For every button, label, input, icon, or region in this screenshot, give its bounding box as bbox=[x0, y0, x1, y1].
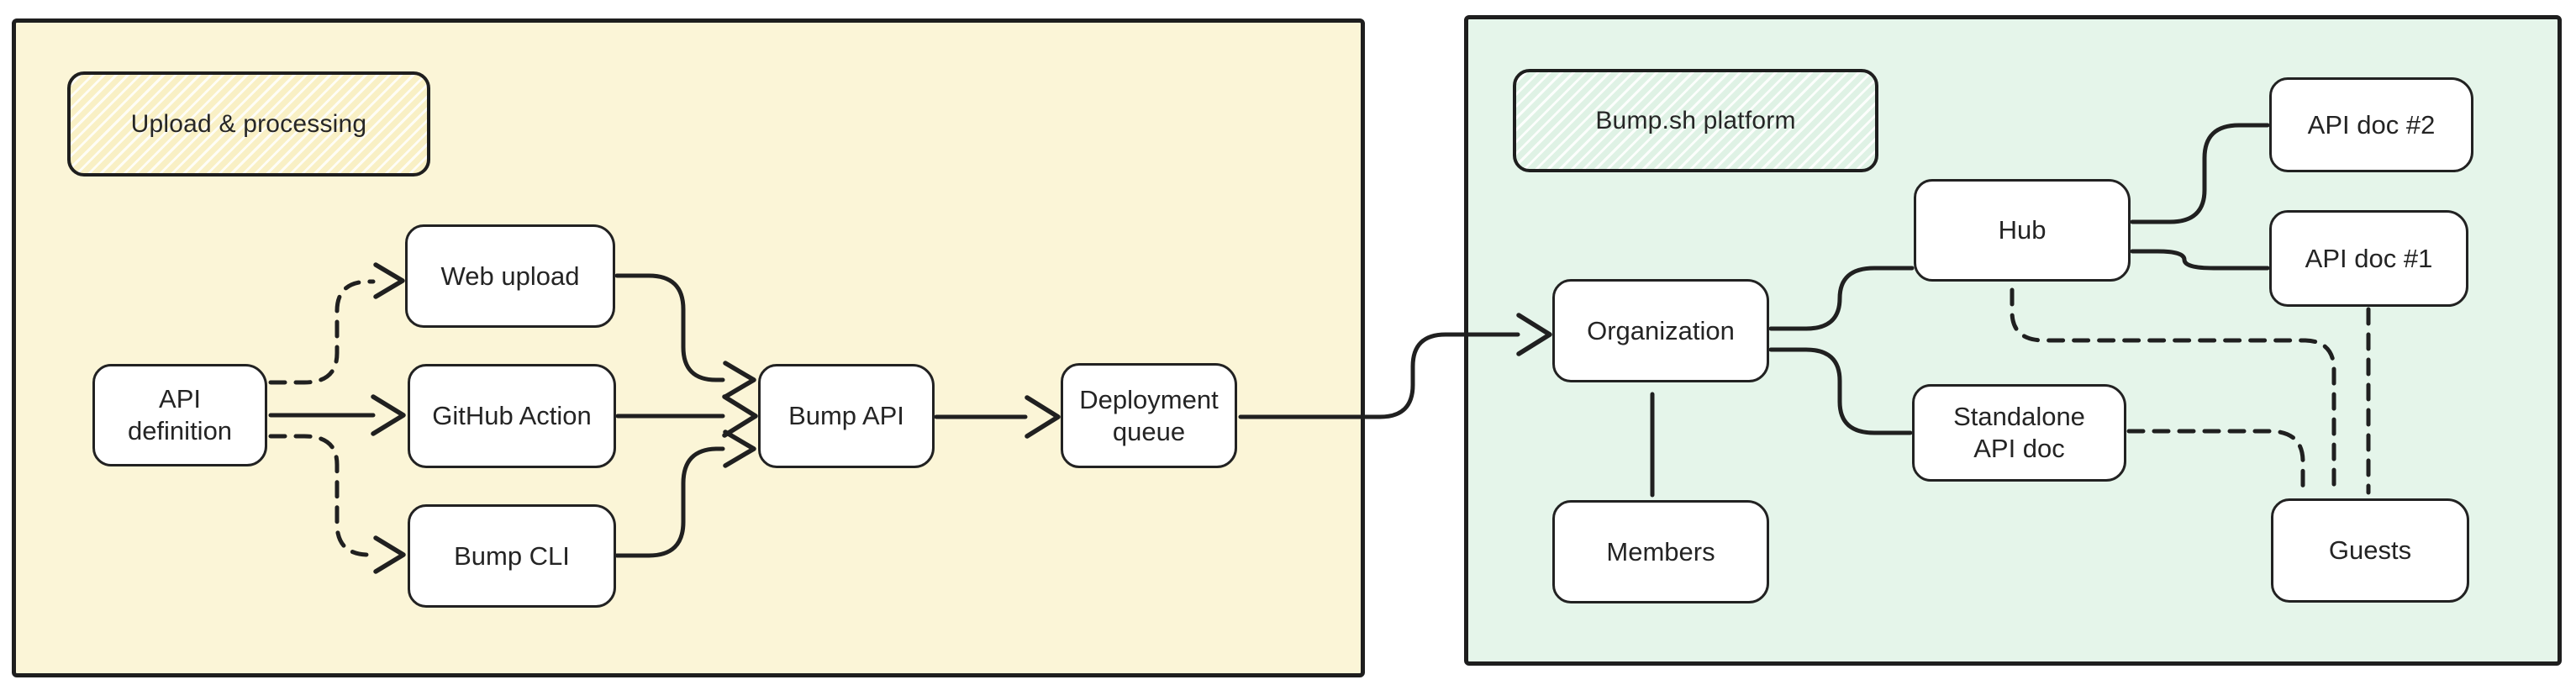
arrowhead-to-organization bbox=[1516, 313, 1552, 356]
arrowhead-to-bump-api-bottom bbox=[723, 429, 756, 468]
node-api-definition: API definition bbox=[92, 364, 267, 466]
edge-hub-api-doc-2 bbox=[2130, 123, 2270, 224]
node-bump-api: Bump API bbox=[758, 364, 935, 468]
node-web-upload: Web upload bbox=[405, 224, 615, 328]
edge-deployment-queue-organization bbox=[1238, 332, 1520, 419]
edge-api-definition-bump-cli bbox=[268, 434, 377, 557]
bumpsh-platform-label: Bump.sh platform bbox=[1513, 69, 1878, 172]
edge-web-upload-bump-api bbox=[614, 273, 725, 382]
node-github-action: GitHub Action bbox=[408, 364, 616, 468]
edge-organization-hub bbox=[1768, 266, 1915, 331]
node-bump-cli: Bump CLI bbox=[408, 504, 616, 608]
node-api-doc-2: API doc #2 bbox=[2269, 77, 2473, 172]
node-hub: Hub bbox=[1914, 179, 2131, 282]
edge-standalone-api-doc-guests bbox=[2126, 429, 2305, 495]
upload-processing-label: Upload & processing bbox=[67, 71, 430, 177]
edge-hub-guests bbox=[2010, 287, 2336, 495]
arrowhead-to-bump-cli bbox=[373, 535, 406, 574]
edge-bump-cli-bump-api bbox=[614, 446, 725, 558]
node-api-doc-1: API doc #1 bbox=[2269, 210, 2468, 307]
arrowhead-to-web-upload bbox=[373, 262, 405, 299]
node-standalone-api-doc: Standalone API doc bbox=[1912, 384, 2126, 482]
edge-api-definition-web-upload bbox=[268, 279, 376, 385]
edge-hub-api-doc-1 bbox=[2130, 249, 2270, 271]
arrowhead-to-deployment-queue bbox=[1025, 395, 1061, 439]
arrowhead-to-github-action bbox=[371, 394, 406, 436]
edge-organization-standalone-api-doc bbox=[1768, 347, 1913, 435]
arrowhead-to-bump-api-top bbox=[723, 361, 756, 399]
node-deployment-queue: Deployment queue bbox=[1061, 363, 1237, 468]
node-guests: Guests bbox=[2271, 498, 2469, 603]
node-members: Members bbox=[1552, 500, 1769, 603]
arrowhead-to-bump-api-middle bbox=[722, 394, 758, 438]
node-organization: Organization bbox=[1552, 279, 1769, 382]
